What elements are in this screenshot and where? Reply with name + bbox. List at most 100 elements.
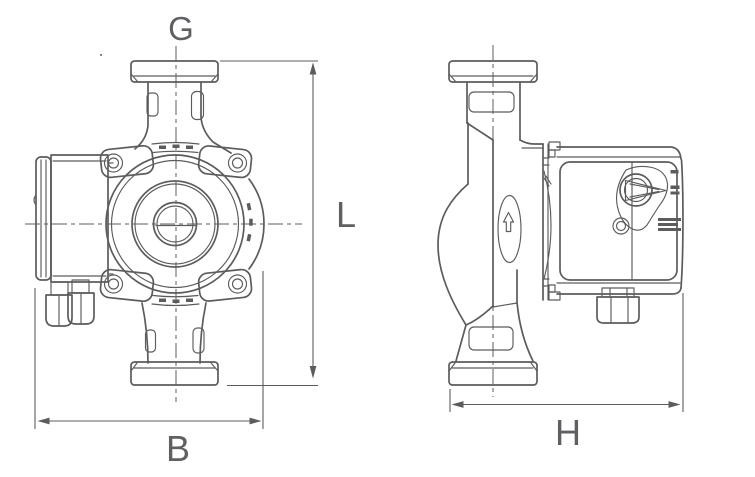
vent-dash — [246, 233, 252, 242]
bottom-flange-outline — [448, 361, 538, 386]
bolt-hole — [103, 274, 124, 294]
gland-body — [596, 296, 640, 324]
dimension-annotations: G L B H — [34, 10, 684, 469]
selector-knob-inner — [623, 177, 649, 203]
volute-bulge — [437, 183, 469, 326]
bottom-flange — [130, 361, 219, 386]
dimension-label-h: H — [555, 412, 581, 453]
shaft-hub-circle — [152, 201, 198, 247]
speed-mark-2 — [670, 185, 680, 189]
gland-body — [67, 292, 95, 325]
neck-label-plate — [468, 91, 515, 113]
stray-mark — [100, 54, 102, 56]
junction-box-cover — [35, 156, 52, 281]
cable-glands-front — [45, 279, 95, 327]
top-port-neck — [466, 81, 544, 149]
cover-screw-inner — [615, 220, 627, 232]
cover-edge-lines — [40, 159, 47, 278]
junction-box-seams — [52, 160, 107, 277]
arrowhead-up-icon — [309, 62, 317, 75]
motor-bottom-edge — [556, 287, 682, 295]
vent-dash — [172, 144, 180, 148]
gland-collar — [50, 281, 69, 296]
clamp-ring — [542, 141, 561, 301]
cover-screw — [612, 217, 630, 235]
dimension-label-g: G — [168, 10, 194, 47]
top-flange-outline — [130, 60, 219, 83]
vent-dashes — [159, 144, 253, 303]
arrowhead-right-icon — [668, 401, 681, 408]
bottom-port-neck — [141, 302, 207, 364]
clamp-screw-detail — [543, 175, 552, 187]
cover-latch — [33, 194, 37, 206]
clamp-tab-bottom-step — [548, 284, 556, 293]
bottom-flange-outline — [130, 361, 219, 386]
junction-box — [33, 154, 114, 283]
top-flange-outline — [448, 60, 538, 83]
motor-face-inner-circle — [134, 183, 216, 265]
vent-dash — [186, 298, 193, 302]
neck-left-edge — [141, 302, 149, 364]
motor-face-circle — [131, 180, 219, 268]
speed-selector-knob-icon — [624, 179, 667, 202]
bottom-flange — [448, 361, 538, 386]
neck-left-edge — [455, 324, 467, 362]
knob-pointer-shading — [629, 183, 660, 198]
dimension-label-b: B — [166, 428, 190, 469]
selector-knob-ring — [619, 173, 653, 207]
gland-collar — [601, 287, 635, 298]
lower-shoulder-diagonal — [465, 305, 494, 326]
bolt-hole-inner — [107, 278, 120, 290]
top-flange-corner-cuts — [448, 73, 538, 83]
lower-shelf — [492, 302, 518, 308]
bolt-hole-inner — [231, 157, 244, 169]
front-view — [25, 46, 302, 402]
vent-dash — [246, 202, 252, 211]
top-flange — [448, 60, 538, 83]
speed-mark-3b — [658, 223, 678, 226]
shoulder-shelf — [519, 139, 544, 145]
neck-tab-right — [192, 327, 205, 354]
flow-direction-arrow-icon — [502, 211, 515, 233]
gland-body — [45, 294, 73, 327]
bottom-flange-corner-cuts — [130, 362, 219, 372]
cable-gland-side — [596, 287, 640, 324]
junction-box-body — [50, 154, 109, 283]
bolt-hole — [227, 153, 248, 173]
volute-body — [437, 122, 522, 326]
clamp-cross-lines — [542, 157, 550, 287]
top-flange — [130, 60, 219, 83]
neck-left-edge — [134, 81, 149, 150]
clamp-tab-top-step — [548, 149, 556, 158]
top-flange-corner-cuts — [130, 73, 219, 83]
motor-box — [556, 146, 684, 295]
speed-selector — [615, 165, 681, 231]
arrowhead-left-icon — [451, 401, 464, 408]
clamp-tab-top — [548, 141, 561, 151]
bolt-hole — [227, 274, 248, 294]
neck-tab-left — [144, 329, 157, 353]
neck-right-edge — [200, 81, 232, 154]
speed-mark-1 — [670, 170, 679, 174]
bolt-hole-inner — [231, 278, 244, 290]
bolt-hole — [103, 153, 124, 173]
vent-dash — [186, 145, 193, 149]
body-outer-circle — [105, 154, 245, 294]
motor-housing-arc — [248, 178, 265, 270]
motor-right-edge — [680, 159, 684, 289]
body-ring-circle — [110, 159, 240, 289]
pump-body — [105, 154, 265, 294]
bottom-band-chord — [151, 294, 200, 307]
shoulder-diagonal — [466, 122, 494, 141]
top-band-chord — [151, 141, 200, 154]
arrowhead-right-icon — [249, 417, 262, 425]
shaft-hub-inner-circle — [156, 205, 194, 243]
neck-right-edge — [516, 269, 534, 362]
gland-facets — [609, 287, 629, 323]
arrowhead-left-icon — [37, 417, 50, 425]
motor-top-edge — [556, 146, 682, 160]
arrowhead-down-icon — [309, 366, 317, 379]
vent-dash — [172, 299, 180, 303]
